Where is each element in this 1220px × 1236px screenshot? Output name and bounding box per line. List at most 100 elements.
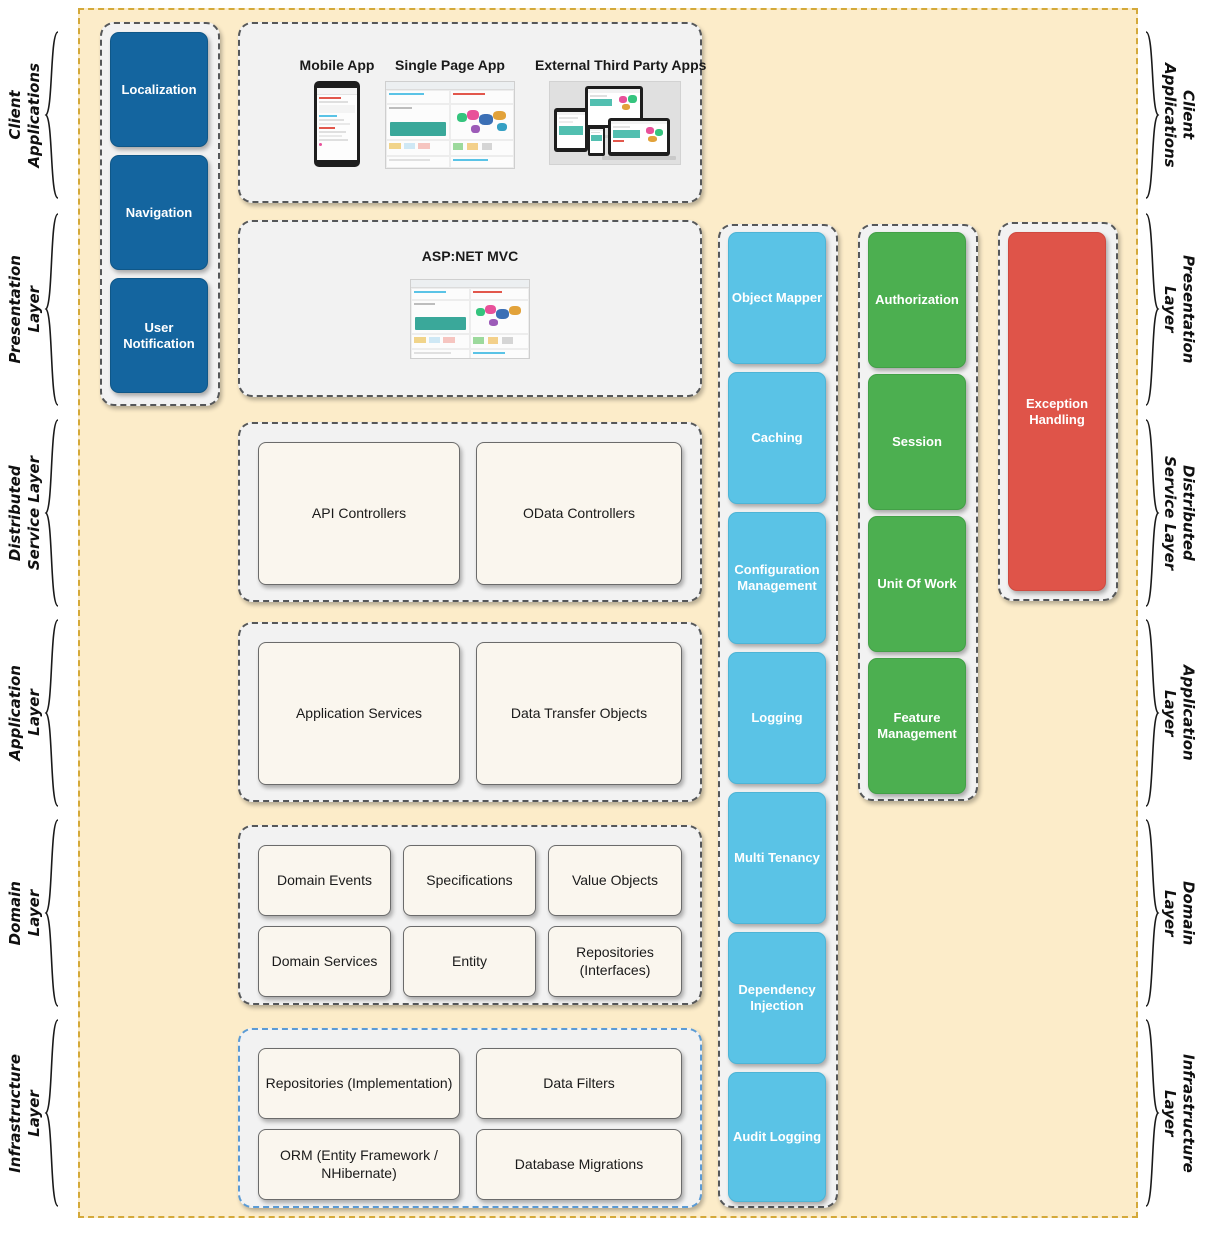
distributed-service-layer-group: API Controllers OData Controllers	[238, 422, 702, 602]
left-brace-application-layer: Application Layer	[6, 618, 60, 808]
right-label-domain-layer: Domain Layer	[1160, 880, 1198, 946]
left-brace-presentation-layer: Presentation Layer	[6, 212, 60, 407]
card-multi-tenancy[interactable]: Multi Tenancy	[728, 792, 826, 924]
cross-cutting-left-column-group: Localization Navigation User Notificatio…	[100, 22, 220, 406]
left-brace-client-applications: Client Applications	[6, 30, 60, 200]
card-user-notification[interactable]: User Notification	[110, 278, 208, 393]
card-odata-controllers[interactable]: OData Controllers	[476, 442, 682, 585]
card-feature-management-label: Feature Management	[877, 710, 957, 741]
card-data-filters[interactable]: Data Filters	[476, 1048, 682, 1119]
card-odata-controllers-label: OData Controllers	[522, 504, 636, 521]
card-domain-services[interactable]: Domain Services	[258, 926, 391, 997]
card-authorization[interactable]: Authorization	[868, 232, 966, 368]
right-label-client-applications: Client Applications	[1160, 62, 1198, 168]
brace-icon	[44, 30, 60, 200]
brace-icon	[44, 818, 60, 1008]
browser-dashboard-icon	[385, 81, 515, 169]
card-configuration-management-label: Configuration Management	[734, 562, 820, 593]
cross-cutting-green-column-group: Authorization Session Unit Of Work Featu…	[858, 224, 978, 801]
card-value-objects[interactable]: Value Objects	[548, 845, 682, 916]
left-brace-domain-layer: Domain Layer	[6, 818, 60, 1008]
card-exception-handling-label: Exception Handling	[1025, 395, 1089, 427]
card-domain-events[interactable]: Domain Events	[258, 845, 391, 916]
card-data-transfer-objects[interactable]: Data Transfer Objects	[476, 642, 682, 785]
right-brace-distributed-service-layer: Distributed Service Layer	[1144, 418, 1198, 608]
right-label-presentation-layer: Presentation Layer	[1160, 255, 1198, 364]
card-session[interactable]: Session	[868, 374, 966, 510]
card-dependency-injection[interactable]: Dependency Injection	[728, 932, 826, 1064]
left-label-infrastructure-layer: Infrastructure Layer	[6, 1053, 43, 1173]
card-unit-of-work-label: Unit Of Work	[877, 576, 957, 592]
card-object-mapper-label: Object Mapper	[731, 290, 823, 306]
cross-cutting-red-column-group: Exception Handling	[998, 222, 1118, 601]
card-localization-label: Localization	[121, 81, 197, 97]
left-label-distributed-service-layer: Distributed Service Layer	[6, 455, 43, 571]
brace-icon	[44, 1018, 60, 1208]
card-object-mapper[interactable]: Object Mapper	[728, 232, 826, 364]
card-audit-logging[interactable]: Audit Logging	[728, 1072, 826, 1202]
right-brace-application-layer: Application Layer	[1144, 618, 1198, 808]
card-logging-label: Logging	[751, 710, 803, 726]
card-specifications[interactable]: Specifications	[403, 845, 536, 916]
card-database-migrations-label: Database Migrations	[514, 1155, 644, 1172]
left-label-domain-layer: Domain Layer	[6, 880, 43, 946]
right-brace-infrastructure-layer: Infrastructure Layer	[1144, 1018, 1198, 1208]
card-localization[interactable]: Localization	[110, 32, 208, 147]
card-data-transfer-objects-label: Data Transfer Objects	[510, 704, 648, 721]
card-entity[interactable]: Entity	[403, 926, 536, 997]
client-tile-mobile-app: Mobile App	[282, 57, 392, 167]
left-brace-infrastructure-layer: Infrastructure Layer	[6, 1018, 60, 1208]
card-configuration-management[interactable]: Configuration Management	[728, 512, 826, 644]
client-tile-external-third-party-apps-label: External Third Party Apps	[535, 57, 707, 73]
card-repositories-interfaces[interactable]: Repositories (Interfaces)	[548, 926, 682, 997]
right-label-distributed-service-layer: Distributed Service Layer	[1160, 455, 1198, 571]
brace-icon	[1144, 418, 1160, 608]
left-label-presentation-layer: Presentation Layer	[6, 255, 43, 364]
card-audit-logging-label: Audit Logging	[732, 1129, 822, 1145]
client-tile-single-page-app-label: Single Page App	[395, 57, 505, 73]
brace-icon	[44, 618, 60, 808]
card-value-objects-label: Value Objects	[571, 871, 659, 888]
card-feature-management[interactable]: Feature Management	[868, 658, 966, 794]
infrastructure-layer-group: Repositories (Implementation) Data Filte…	[238, 1028, 702, 1208]
card-domain-services-label: Domain Services	[271, 952, 378, 969]
brace-icon	[1144, 1018, 1160, 1208]
card-exception-handling[interactable]: Exception Handling	[1008, 232, 1106, 591]
card-caching-label: Caching	[751, 430, 803, 446]
card-repositories-implementation[interactable]: Repositories (Implementation)	[258, 1048, 460, 1119]
left-brace-distributed-service-layer: Distributed Service Layer	[6, 418, 60, 608]
client-tile-mobile-app-label: Mobile App	[299, 57, 375, 73]
left-label-application-layer: Application Layer	[6, 665, 43, 761]
client-tile-single-page-app: Single Page App	[370, 57, 530, 169]
cross-cutting-cyan-column-group: Object Mapper Caching Configuration Mana…	[718, 224, 838, 1208]
card-domain-events-label: Domain Events	[277, 871, 372, 888]
multi-device-icon	[549, 81, 681, 165]
card-application-services[interactable]: Application Services	[258, 642, 460, 785]
card-navigation[interactable]: Navigation	[110, 155, 208, 270]
card-repositories-interfaces-label: Repositories (Interfaces)	[576, 944, 654, 978]
card-repositories-implementation-label: Repositories (Implementation)	[265, 1074, 453, 1091]
card-entity-label: Entity	[451, 952, 487, 969]
card-navigation-label: Navigation	[125, 204, 193, 220]
card-dependency-injection-label: Dependency Injection	[738, 982, 816, 1013]
right-brace-domain-layer: Domain Layer	[1144, 818, 1198, 1008]
card-multi-tenancy-label: Multi Tenancy	[734, 850, 820, 866]
card-database-migrations[interactable]: Database Migrations	[476, 1129, 682, 1200]
card-caching[interactable]: Caching	[728, 372, 826, 504]
card-unit-of-work[interactable]: Unit Of Work	[868, 516, 966, 652]
card-session-label: Session	[892, 434, 942, 450]
brace-icon	[44, 418, 60, 608]
right-brace-presentation-layer: Presentation Layer	[1144, 212, 1198, 407]
card-orm-label: ORM (Entity Framework / NHibernate)	[280, 1147, 438, 1181]
card-logging[interactable]: Logging	[728, 652, 826, 784]
card-api-controllers-label: API Controllers	[311, 504, 407, 521]
card-orm[interactable]: ORM (Entity Framework / NHibernate)	[258, 1129, 460, 1200]
card-specifications-label: Specifications	[426, 871, 513, 888]
brace-icon	[1144, 818, 1160, 1008]
right-brace-client-applications: Client Applications	[1144, 30, 1198, 200]
card-api-controllers[interactable]: API Controllers	[258, 442, 460, 585]
brace-icon	[1144, 212, 1160, 407]
presentation-layer-group: ASP:NET MVC	[238, 220, 702, 397]
card-application-services-label: Application Services	[295, 704, 423, 721]
